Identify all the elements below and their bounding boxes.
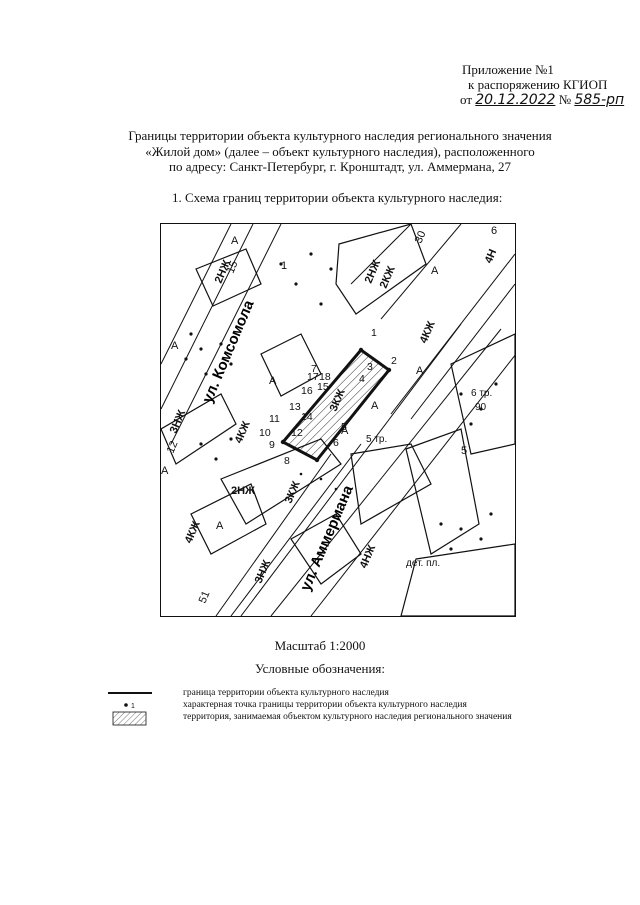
street-name-ammermana: ул. Аммермана: [297, 482, 357, 593]
title-line-3: по адресу: Санкт-Петербург, г. Кронштадт…: [168, 159, 512, 174]
building-label: 3КЖ: [283, 479, 303, 505]
boundary-points: [280, 347, 392, 463]
building-label: 4КЖ: [418, 319, 438, 345]
legend-text-boundary: граница территории объекта культурного н…: [183, 688, 389, 698]
appendix-header: Приложение №1 к распоряжению КГИОП от 20…: [460, 62, 624, 108]
building-label: 3НЖ: [253, 558, 273, 585]
point-number: 5: [341, 421, 347, 433]
street-name-komsomola: ул. Комсомола: [199, 297, 258, 405]
point-number: 1: [371, 327, 377, 339]
building-label: 4НЖ: [358, 543, 378, 570]
order-date: 20.12.2022: [475, 92, 556, 108]
legend-text-territory: территория, занимаемая объектом культурн…: [183, 712, 512, 722]
map-label: 30: [413, 229, 429, 245]
point-number: 13: [289, 401, 301, 413]
appendix-line-3: от 20.12.2022 № 585-рп: [460, 92, 624, 108]
street-lines: [161, 224, 515, 616]
buildings: [161, 224, 515, 616]
point-number: 2: [391, 355, 397, 367]
point-number: 7: [311, 363, 317, 375]
point-number: 18: [319, 371, 331, 383]
boundary-map: ул. Комсомола ул. Аммермана 2НЖ 2НЖ 3КЖ …: [160, 223, 516, 617]
map-label: 12: [165, 439, 181, 455]
map-label: 6 тр.: [471, 388, 492, 399]
appendix-line-1: Приложение №1: [462, 62, 554, 77]
map-label: А: [371, 400, 379, 412]
map-label: А: [269, 375, 277, 387]
legend-symbols: 1: [108, 692, 152, 726]
map-label: А: [171, 340, 179, 352]
point-number: 17: [307, 371, 319, 383]
document-title: Границы территории объекта культурного н…: [80, 128, 600, 175]
point-number: 3: [367, 361, 373, 373]
title-line-2: «Жилой дом» (далее – объект культурного …: [145, 143, 535, 159]
legend-hatch-symbol: [112, 711, 147, 726]
point-number: 12: [291, 427, 303, 439]
from-prefix: от: [460, 92, 473, 107]
point-number: 6: [333, 437, 339, 449]
point-number: 9: [269, 439, 275, 451]
map-label: 5 тр.: [366, 434, 387, 445]
title-line-1: Границы территории объекта культурного н…: [128, 128, 552, 143]
map-label: А: [341, 425, 349, 437]
map-label: А: [431, 265, 439, 277]
point-number: 4: [359, 373, 365, 385]
map-label: 15: [225, 259, 241, 275]
point-number: 16: [301, 385, 313, 397]
map-label: А: [416, 365, 424, 377]
section-heading: 1. Схема границ территории объекта культ…: [172, 190, 503, 205]
map-label: 51: [197, 589, 213, 605]
map-label: 90: [475, 402, 487, 413]
point-number: 10: [259, 427, 271, 439]
legend-point-symbol: [124, 703, 128, 707]
map-svg: ул. Комсомола ул. Аммермана 2НЖ 2НЖ 3КЖ …: [161, 224, 515, 616]
number-prefix: №: [558, 92, 572, 107]
building-label: 3НЖ: [168, 408, 188, 435]
point-number: 15: [317, 381, 329, 393]
map-label: дет. пл.: [406, 558, 440, 569]
appendix-line-2: к распоряжению КГИОП: [468, 77, 608, 92]
tree-dots: [184, 252, 498, 551]
map-label: 5: [461, 445, 467, 457]
point-number: 8: [284, 455, 290, 467]
map-label: А: [161, 465, 169, 477]
point-number: 11: [269, 413, 280, 425]
order-number: 585-рп: [574, 92, 625, 108]
map-label: А: [231, 235, 239, 247]
map-scale: Масштаб 1:2000: [274, 638, 366, 653]
map-label: А: [216, 520, 224, 532]
map-label: 1: [281, 260, 287, 272]
legend-point-label: 1: [131, 703, 135, 710]
map-label: 6: [491, 225, 497, 237]
legend-title: Условные обозначения:: [254, 661, 386, 676]
building-label: 4Н: [483, 247, 500, 265]
point-number: 14: [301, 411, 313, 423]
building-label: 2НЖ: [231, 485, 255, 497]
legend-text-point: характерная точка границы территории объ…: [183, 700, 467, 710]
point-number-labels: 1 2 3 4 5 6 7 8 9 10 11 12 13 14 15 16 1…: [259, 327, 397, 467]
